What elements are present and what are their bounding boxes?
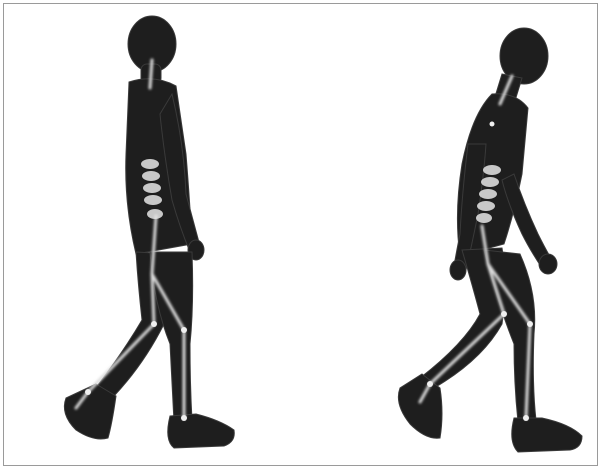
upright-front-foot [168, 414, 235, 448]
stooped-near-hand [539, 254, 557, 274]
stooped-figure-svg [302, 4, 598, 466]
walking-figure-upright [4, 4, 304, 466]
walking-figure-stooped [302, 4, 598, 466]
stooped-far-hand [450, 260, 466, 280]
upright-figure-svg [4, 4, 304, 466]
stooped-front-foot [512, 418, 582, 452]
image-frame [3, 3, 598, 466]
